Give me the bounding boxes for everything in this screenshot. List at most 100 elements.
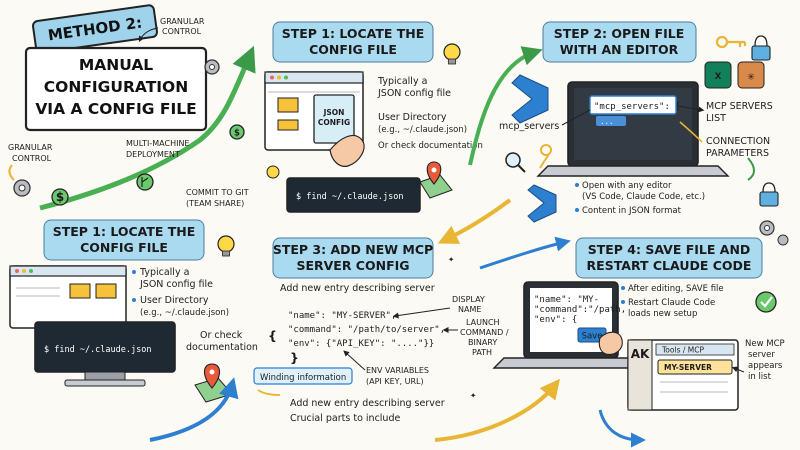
step1-top-command: $ find ~/.claude.json xyxy=(296,192,403,202)
step4-header-box xyxy=(575,237,763,279)
lightbulb-icon xyxy=(443,43,461,65)
step2-title-line-2: WITH AN EDITOR xyxy=(560,42,679,57)
winding-info-box xyxy=(253,367,353,385)
step4-code-line-3: "env": { xyxy=(534,315,577,325)
doc-label-line-1: JSON xyxy=(323,108,345,117)
step3-code-line-3: "env": {"API_KEY": "...."}} xyxy=(288,339,434,349)
step1-top-check: Or check documentation xyxy=(378,141,483,151)
step1-bottom-command: $ find ~/.claude.json xyxy=(44,345,151,355)
svg-text:$: $ xyxy=(56,190,64,204)
flow-arrow-step3-step4 xyxy=(434,378,561,442)
vscode-icon xyxy=(511,74,549,124)
step2-conn-line-2: PARAMETERS xyxy=(706,148,769,159)
magnifier-icon xyxy=(505,152,526,173)
app-header: Tools / MCP xyxy=(661,346,704,355)
lightbulb-small-icon xyxy=(266,165,280,179)
new-server-line-4: in list xyxy=(748,372,772,382)
display-name-line-2: NAME xyxy=(458,305,481,314)
git-branch-icon xyxy=(136,173,154,191)
step2: STEP 2: OPEN FILE WITH AN EDITOR X ✳ "mc… xyxy=(499,21,789,246)
step1-bottom-title-line-1: STEP 1: LOCATE THE xyxy=(53,224,196,239)
title-frame xyxy=(24,46,208,132)
step4-code-line-2: "command":"/path, xyxy=(534,305,626,315)
title-line-1: MANUAL xyxy=(79,56,153,74)
commit-git-line-2: (TEAM SHARE) xyxy=(186,199,244,208)
display-name-line-1: DISPLAY xyxy=(452,295,485,304)
code-highlight xyxy=(589,95,677,115)
server-list-item-label: MY-SERVER xyxy=(664,363,712,372)
step1-bottom-userdir-line-1: User Directory xyxy=(140,295,209,306)
winding-info: Winding information xyxy=(260,373,346,383)
step1-top-userdir-line-2: (e.g., ~/.claude.json) xyxy=(378,125,467,135)
step4-title-line-2: RESTART CLAUDE CODE xyxy=(587,258,752,273)
new-server-line-1: New MCP xyxy=(745,339,785,349)
map-pin-icon xyxy=(419,161,453,199)
step2-header-box xyxy=(542,21,697,63)
step2-bullet-1-line-2: (VS Code, Claude Code, etc.) xyxy=(582,192,705,202)
pointing-hand-step4-icon xyxy=(598,331,623,355)
step2-side-label: mcp_servers xyxy=(499,121,559,132)
gear-left-icon xyxy=(13,179,31,197)
gear-right-icon xyxy=(759,220,789,246)
step3: STEP 3: ADD NEW MCP SERVER CONFIG ✦ Add … xyxy=(253,237,509,424)
granular-control-left: GRANULAR CONTROL xyxy=(8,143,53,197)
terminal-window xyxy=(286,177,421,213)
step1-top-userdir-line-1: User Directory xyxy=(378,112,447,123)
sparkle-icon: ✦ xyxy=(448,255,454,264)
laptop-base xyxy=(536,165,730,177)
commit-git-note: COMMIT TO GIT (TEAM SHARE) xyxy=(186,188,249,208)
step3-code-line-1: "name": "MY-SERVER", xyxy=(288,311,396,321)
launch-line-4: PATH xyxy=(472,348,492,357)
pointing-hand-icon xyxy=(329,135,365,167)
step3-outro-line-2: Crucial parts to include xyxy=(290,413,400,424)
step3-title-line-1: STEP 3: ADD NEW MCP xyxy=(273,242,433,257)
flow-arrow-blue-right xyxy=(598,409,646,448)
step2-code-dots: ... xyxy=(600,117,614,126)
lock-icon xyxy=(751,35,771,61)
json-config-file-icon: JSON CONFIG xyxy=(313,94,355,144)
multi-machine-line-1: MULTI-MACHINE xyxy=(126,139,189,148)
save-button-label: Save xyxy=(582,332,603,342)
step4: STEP 4: SAVE FILE AND RESTART CLAUDE COD… xyxy=(492,237,785,448)
new-server-line-2: server xyxy=(748,350,775,360)
code-brace-open: { xyxy=(268,328,277,343)
launch-line-1: LAUNCH xyxy=(466,318,500,327)
step1-top-title-line-1: STEP 1: LOCATE THE xyxy=(282,26,425,41)
folder-bottom-icon xyxy=(69,283,91,299)
step2-conn-line-1: CONNECTION xyxy=(706,136,770,147)
checkmark-icon xyxy=(755,291,777,313)
env-label-line-2: (API KEY, URL) xyxy=(366,377,424,386)
step1-top-header-box xyxy=(272,21,434,63)
step2-list-line-1: MCP SERVERS xyxy=(706,101,773,112)
step4-title-line-1: STEP 4: SAVE FILE AND xyxy=(588,242,751,257)
step4-code-line-1: "name": "MY- xyxy=(534,295,599,305)
dollar-badge-icon: $ xyxy=(229,124,245,140)
method-badge xyxy=(32,4,158,54)
svg-text:$: $ xyxy=(234,129,240,139)
step1-bottom-note-line-1: Typically a xyxy=(139,267,189,278)
new-server-line-3: appears xyxy=(748,361,783,371)
multi-machine-note: MULTI-MACHINE DEPLOYMENT xyxy=(126,139,189,159)
step2-code-key: "mcp_servers": [ xyxy=(594,102,681,112)
step2-title-line-1: STEP 2: OPEN FILE xyxy=(554,26,684,41)
granular-control-top-line-2: CONTROL xyxy=(162,27,202,36)
granular-control-left-line-1: GRANULAR xyxy=(8,143,53,152)
step4-bullet-2-line-2: loads new setup xyxy=(628,309,697,319)
step1-top-note-line-2: JSON config file xyxy=(377,88,451,99)
step2-bullet-2: Content in JSON format xyxy=(582,206,682,216)
title-line-3: VIA A CONFIG FILE xyxy=(35,100,196,118)
editor-app-icon: X xyxy=(704,61,732,89)
step1-bottom-header-box xyxy=(43,219,205,261)
step1-top: STEP 1: LOCATE THE CONFIG FILE JSON CONF… xyxy=(264,21,483,213)
launch-line-3: BINARY xyxy=(468,338,497,347)
step3-code-line-2: "command": "/path/to/server", xyxy=(288,325,445,335)
env-label-line-1: ENV VARIABLES xyxy=(366,366,429,375)
step1-bottom-check-line-2: documentation xyxy=(186,342,258,353)
step1-bottom-userdir-line-2: (e.g., ~/.claude.json) xyxy=(140,308,229,318)
step4-bullet-1: After editing, SAVE file xyxy=(628,284,724,294)
step1-top-note-line-1: Typically a xyxy=(377,76,427,87)
granular-control-top-line-1: GRANULAR xyxy=(160,17,205,26)
doc-label-line-2: CONFIG xyxy=(318,118,350,127)
